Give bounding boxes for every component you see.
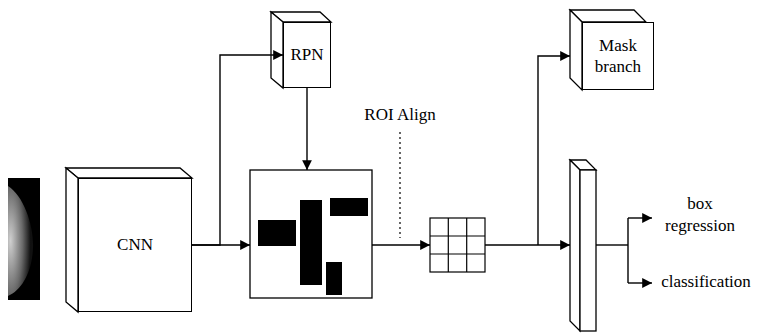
box-label: Mask branch bbox=[583, 35, 653, 78]
box-depth bbox=[66, 10, 646, 331]
output-label: box regression bbox=[656, 193, 744, 237]
cnn-box: CNN bbox=[78, 178, 192, 312]
box-label: RPN bbox=[290, 44, 323, 65]
flow-arrow bbox=[192, 55, 283, 245]
box-label: CNN bbox=[117, 234, 153, 255]
stage-label: ROI Align bbox=[352, 104, 448, 126]
mask-branch-box: Mask branch bbox=[582, 22, 654, 90]
input-image bbox=[8, 178, 40, 300]
output-label: classification bbox=[656, 271, 756, 293]
feature-map bbox=[250, 170, 372, 298]
roi-grid bbox=[430, 218, 485, 272]
rpn-box: RPN bbox=[283, 22, 331, 88]
flow-line bbox=[192, 56, 652, 283]
